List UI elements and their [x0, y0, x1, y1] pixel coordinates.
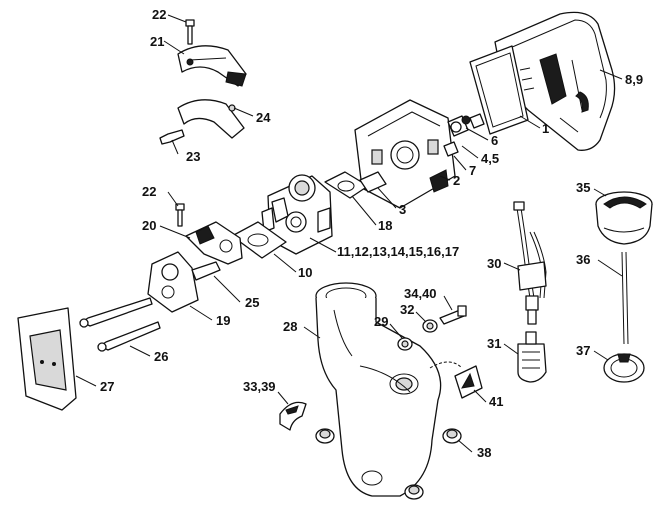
callout-24: 24 — [256, 110, 271, 125]
callout-29: 29 — [374, 314, 388, 329]
retainer-ring — [603, 353, 645, 383]
carburetor — [261, 174, 333, 255]
callout-30: 30 — [487, 256, 501, 271]
callout-11-17: 11,12,13,14,15,16,17 — [337, 244, 459, 259]
callout-31: 31 — [487, 336, 501, 351]
callout-21: 21 — [150, 34, 164, 49]
callout-6: 6 — [491, 133, 498, 148]
callout-38: 38 — [477, 445, 491, 460]
spacer — [359, 171, 387, 193]
callout-22-top: 22 — [152, 7, 166, 22]
fuel-filter — [517, 331, 547, 383]
callout-labels: 22 21 24 23 1 8,9 6 4,5 7 2 3 18 11,12,1… — [100, 7, 643, 460]
callout-34-40: 34,40 — [404, 286, 437, 301]
callout-3: 3 — [399, 202, 406, 217]
fuel-hose-assembly — [513, 201, 547, 325]
warning-label — [429, 361, 483, 399]
air-filter — [469, 45, 529, 135]
callout-25: 25 — [245, 295, 259, 310]
fuel-cap — [595, 191, 653, 245]
callout-2: 2 — [453, 173, 460, 188]
engine-mount — [147, 251, 221, 313]
callout-26: 26 — [154, 349, 168, 364]
callout-27: 27 — [100, 379, 114, 394]
callout-8-9: 8,9 — [625, 72, 643, 87]
screw-23 — [159, 129, 185, 145]
callout-22-mid: 22 — [142, 184, 156, 199]
vibration-buffer-b — [442, 428, 462, 444]
callout-20: 20 — [142, 218, 156, 233]
intake-manifold — [175, 203, 243, 265]
callout-4-5: 4,5 — [481, 151, 499, 166]
callout-1: 1 — [542, 121, 549, 136]
screw-22-top — [185, 19, 195, 45]
bushing — [422, 319, 438, 333]
callout-19: 19 — [216, 313, 230, 328]
clamp-33-39 — [279, 401, 307, 431]
deflector-lower — [177, 99, 245, 139]
vibration-buffer-a — [315, 428, 335, 444]
callout-32: 32 — [400, 302, 414, 317]
callout-36: 36 — [576, 252, 590, 267]
callout-35: 35 — [576, 180, 590, 195]
long-bolt-upper — [79, 297, 153, 328]
callout-23: 23 — [186, 149, 200, 164]
long-bolt-lower — [97, 321, 161, 352]
deflector-upper — [177, 45, 247, 87]
choke-parts — [443, 113, 485, 157]
grommet — [397, 337, 413, 351]
heat-shield — [17, 307, 77, 411]
callout-7: 7 — [469, 163, 476, 178]
callout-33-39: 33,39 — [243, 379, 276, 394]
manifold-gasket — [231, 221, 287, 259]
callout-28: 28 — [283, 319, 297, 334]
retainer-cord — [621, 251, 629, 345]
callout-41: 41 — [489, 394, 503, 409]
vibration-buffer-c — [404, 484, 424, 500]
screw-34-40 — [439, 305, 467, 325]
callout-37: 37 — [576, 343, 590, 358]
callout-18: 18 — [378, 218, 392, 233]
leader-lines — [75, 14, 623, 453]
callout-10: 10 — [298, 265, 312, 280]
